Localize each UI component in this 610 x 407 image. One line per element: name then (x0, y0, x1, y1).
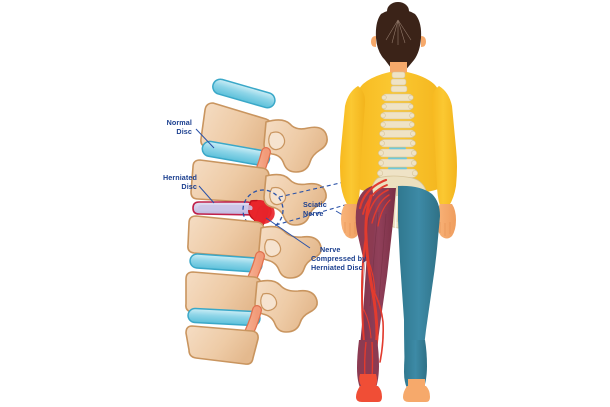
label-normal-disc: Normal Disc (167, 118, 192, 136)
nerve-plexus-lumbosacral (358, 178, 391, 227)
lumbar-spine-detail (185, 78, 328, 365)
human-figure-posterior (340, 2, 457, 402)
spine-column (376, 71, 418, 180)
label-nerve-compressed-line1: Nerve (320, 245, 340, 254)
label-herniated-disc-line2: Disc (181, 182, 197, 191)
label-normal-disc-line1: Normal (167, 118, 192, 127)
labels-layer: Normal Disc Herniated Disc Sciatic Nerve… (163, 118, 366, 272)
vertebra-arch-2 (263, 173, 327, 226)
vertebra-body-3 (187, 215, 265, 259)
calf-right-pants (404, 340, 427, 388)
label-nerve-compressed-line3: Herniated Disc (311, 263, 363, 272)
leader-normal-disc (195, 128, 215, 149)
ear-right (421, 36, 426, 47)
disc-normal-3 (187, 307, 261, 327)
leader-nerve-compressed (265, 217, 311, 249)
disc-normal-top (212, 78, 276, 109)
label-nerve-compressed: Nerve Compressed by Herniated Disc (311, 245, 366, 272)
vertebra-arch-4 (254, 279, 318, 333)
thoracolumbar-vertebrae (376, 93, 418, 178)
leg-separation (389, 195, 398, 381)
ear-left (371, 36, 376, 47)
label-sciatic-nerve-line2: Nerve (303, 209, 323, 218)
label-normal-disc-line2: Disc (176, 127, 192, 136)
label-herniated-disc-line1: Herniated (163, 173, 197, 182)
pants-right-leg (398, 185, 440, 376)
hair-strands (385, 19, 412, 45)
label-sciatic-nerve-line1: Sciatic (303, 200, 327, 209)
hand-right (436, 204, 456, 239)
arm-right (431, 86, 457, 239)
foot-right-normal (403, 379, 430, 402)
vertebra-arch-1 (263, 119, 328, 173)
vertebra-body-5 (185, 325, 259, 365)
foot-left-inflamed (356, 374, 382, 402)
label-sciatic-nerve: Sciatic Nerve (303, 200, 327, 218)
head (371, 9, 426, 72)
disc-normal-labeled (201, 140, 271, 167)
label-nerve-compressed-line2: Compressed by (311, 254, 366, 263)
label-herniated-disc: Herniated Disc (163, 173, 197, 191)
leader-herniated-disc (198, 185, 215, 204)
cervical-vertebrae (390, 71, 408, 93)
